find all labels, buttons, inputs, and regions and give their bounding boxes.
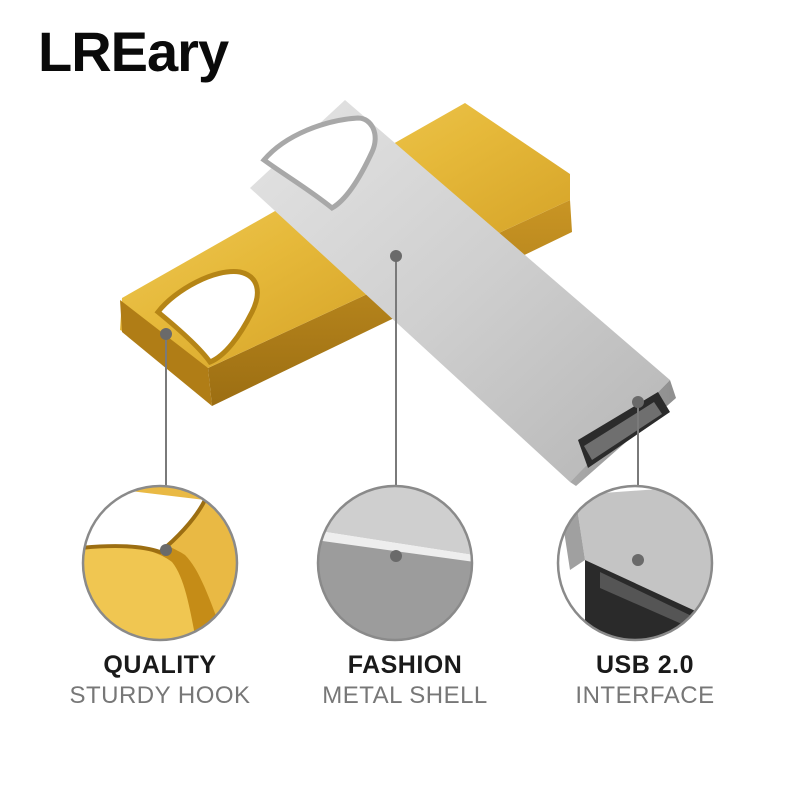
callout-dot	[632, 554, 644, 566]
feature-subtitle: STURDY HOOK	[69, 681, 251, 709]
silver-usb-drive	[250, 100, 676, 486]
callout-dot	[160, 328, 172, 340]
feature-subtitle: INTERFACE	[575, 681, 715, 709]
feature-usb: USB 2.0 INTERFACE	[525, 651, 765, 709]
callout-dot	[160, 544, 172, 556]
feature-title: QUALITY	[103, 651, 217, 679]
feature-quality: QUALITY STURDY HOOK	[40, 651, 280, 709]
detail-circle-hook	[81, 484, 239, 642]
callout-dot	[390, 550, 402, 562]
brand-logo: LREary	[38, 20, 229, 83]
feature-fashion: FASHION METAL SHELL	[285, 651, 525, 709]
feature-title: FASHION	[347, 651, 463, 679]
callout-dot	[632, 396, 644, 408]
detail-circle-usb	[556, 484, 714, 642]
feature-title: USB 2.0	[596, 651, 694, 679]
detail-circle-shell	[316, 484, 474, 642]
feature-subtitle: METAL SHELL	[322, 681, 488, 709]
callout-dot	[390, 250, 402, 262]
